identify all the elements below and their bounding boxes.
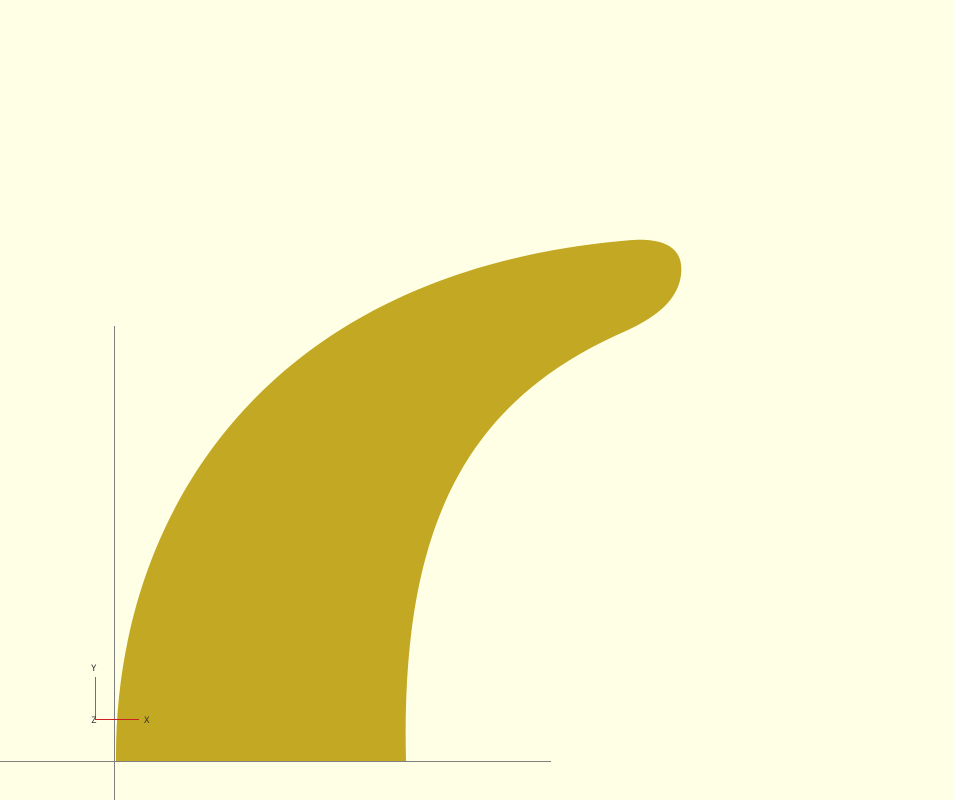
- axis-indicator: Y X Z: [91, 664, 150, 726]
- model-shape[interactable]: [115, 239, 682, 762]
- axis-indicator-y-label: Y: [91, 664, 97, 674]
- axis-indicator-x-label: X: [144, 716, 150, 726]
- axis-indicator-z-label: Z: [91, 716, 97, 726]
